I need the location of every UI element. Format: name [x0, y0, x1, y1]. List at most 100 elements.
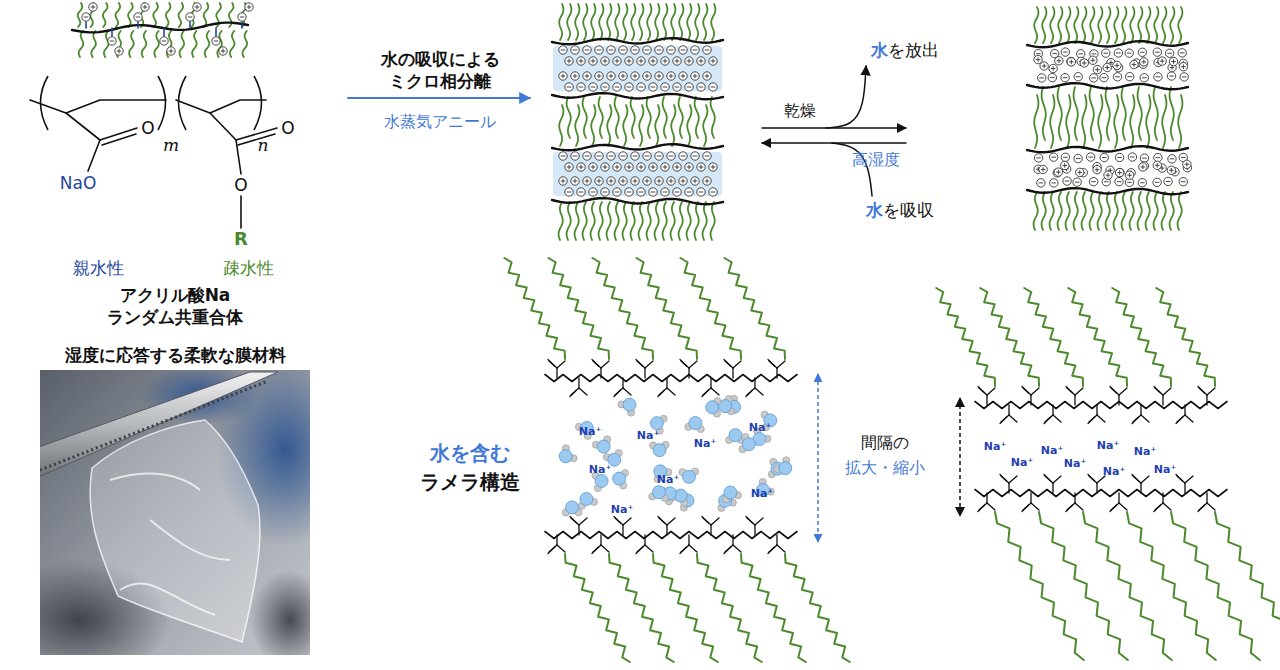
- pendant-bond: [1154, 387, 1161, 394]
- side-chain: [1034, 7, 1038, 43]
- cation-symbol: [1076, 168, 1084, 176]
- side-chain: [1090, 7, 1094, 43]
- side-chain: [679, 4, 683, 40]
- ion-label: Na⁺: [1064, 457, 1086, 471]
- anion-symbol: [597, 156, 602, 157]
- pendant-bond: [755, 518, 763, 525]
- anion-symbol: [631, 152, 639, 160]
- cation-symbol: [709, 163, 717, 171]
- anion-symbol: [577, 188, 585, 196]
- side-chain: [1114, 7, 1118, 43]
- anion-symbol: [607, 46, 615, 54]
- side-chain: [1050, 7, 1054, 43]
- cation-symbol: [635, 74, 636, 79]
- side-chain: [129, 31, 134, 57]
- cation-symbol: [613, 163, 621, 171]
- cation-symbol: [559, 72, 567, 80]
- cation-symbol: [1039, 165, 1047, 173]
- pendant-bond: [1053, 415, 1061, 422]
- side-chain: [1098, 95, 1102, 148]
- side-chain: [1138, 87, 1142, 140]
- anion-symbol: [1140, 52, 1145, 53]
- pendant-bond: [636, 360, 643, 367]
- pendant-bond: [1009, 415, 1017, 422]
- cation-symbol: [1115, 168, 1123, 176]
- anion-symbol: [673, 188, 681, 196]
- cation-symbol: [171, 49, 172, 54]
- anion-symbol: [591, 87, 596, 88]
- side-chain: [1122, 7, 1126, 43]
- water-molecule: [774, 457, 792, 475]
- anion-symbol: [685, 83, 693, 91]
- anion-symbol: [633, 156, 638, 157]
- anion-symbol: [591, 192, 596, 193]
- side-chain: [647, 97, 651, 138]
- structural-formula: [30, 76, 277, 228]
- cation-symbol: [1179, 63, 1187, 71]
- cation-symbol: [601, 57, 609, 65]
- cation-symbol: [1167, 166, 1175, 174]
- cation-symbol: [677, 165, 678, 170]
- side-chain: [679, 97, 683, 138]
- water-molecule: [559, 445, 577, 463]
- pendant-bond: [680, 547, 687, 554]
- pendant-bond: [1031, 503, 1039, 510]
- cation-symbol: [193, 3, 201, 11]
- polymer-backbone: [72, 23, 248, 33]
- cation-symbol: [673, 57, 681, 65]
- anion-symbol: [1125, 49, 1133, 57]
- pendant-bond: [1140, 405, 1141, 415]
- side-chain: [687, 4, 691, 40]
- anion-symbol: [651, 87, 656, 88]
- cation-symbol: [595, 177, 603, 185]
- cation-symbol: [1043, 167, 1044, 172]
- cation-symbol: [565, 163, 573, 171]
- cation-symbol: [631, 177, 639, 185]
- pendant-bond: [1075, 388, 1083, 395]
- anion-symbol: [613, 83, 621, 91]
- polymer-backbone: [545, 375, 797, 382]
- anion-symbol: [703, 46, 711, 54]
- side-chain: [703, 105, 707, 146]
- cation-symbol: [631, 72, 639, 80]
- anion-symbol: [613, 188, 621, 196]
- cation-symbol: [583, 72, 591, 80]
- spacing-label: 拡大・縮小: [845, 458, 925, 479]
- anion-symbol: [1102, 49, 1110, 57]
- cation-symbol: [637, 163, 645, 171]
- cation-symbol: [1092, 58, 1093, 63]
- cation-symbol: [667, 72, 675, 80]
- anion-symbol: [579, 192, 584, 193]
- anion-symbol: [1051, 157, 1056, 158]
- water-molecule: [562, 501, 582, 516]
- side-chain: [711, 4, 715, 40]
- cation-symbol: [655, 177, 663, 185]
- anion-symbol: [1063, 77, 1068, 78]
- pendant-bond: [724, 547, 731, 554]
- cation-symbol: [1097, 167, 1098, 172]
- cation-symbol: [1133, 62, 1134, 67]
- ion-label: Na⁺: [611, 503, 633, 517]
- anion-symbol: [603, 192, 608, 193]
- polymer-backbone: [975, 490, 1227, 497]
- side-chain: [711, 202, 715, 240]
- water-molecule: [578, 493, 597, 510]
- chemical-bond: [30, 100, 166, 113]
- pendant-bond: [1096, 405, 1097, 415]
- cation-symbol: [661, 163, 669, 171]
- anion-symbol: [571, 46, 579, 54]
- anion-symbol: [595, 46, 603, 54]
- cation-symbol: [1093, 65, 1101, 73]
- anion-symbol: [637, 188, 645, 196]
- water-molecule: [719, 395, 735, 415]
- pendant-bond: [1074, 395, 1075, 405]
- anion-symbol: [1138, 179, 1146, 187]
- cation-symbol: [667, 72, 675, 80]
- anion-symbol: [1074, 73, 1082, 81]
- alkyl-chain: [1039, 512, 1128, 660]
- anion-symbol: [655, 152, 663, 160]
- anion-symbol: [1115, 177, 1123, 185]
- polymer-backbone: [552, 198, 723, 204]
- cation-symbol: [673, 163, 681, 171]
- anion-symbol: [573, 156, 578, 157]
